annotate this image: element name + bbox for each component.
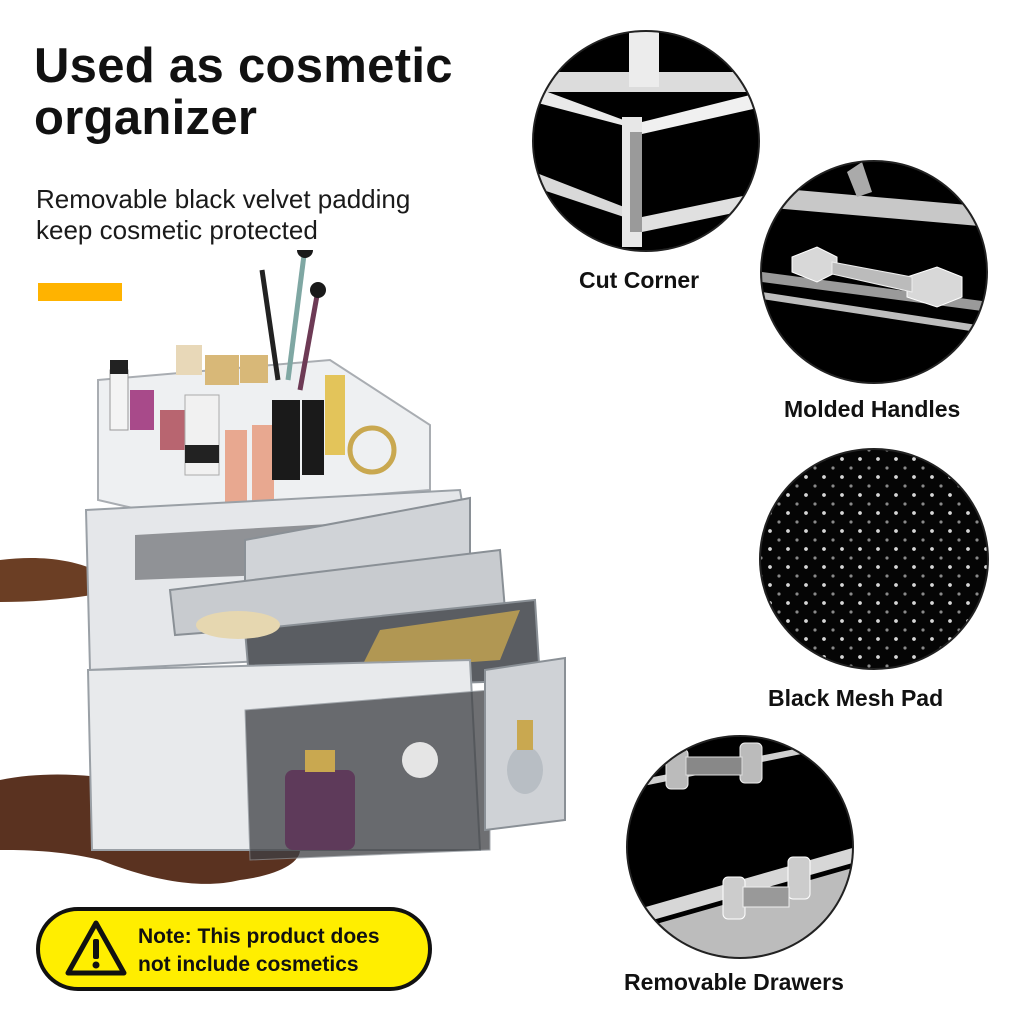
headline-line-2: organizer [34, 91, 258, 145]
headline: Used as cosmetic organizer [34, 40, 453, 144]
product-photo [0, 242, 580, 890]
note-line-1: Note: This product does [138, 925, 380, 948]
feature-caption: Removable Drawers [624, 969, 844, 995]
subheadline-line-2: keep cosmetic protected [36, 215, 318, 245]
organizer-illustration-icon [0, 242, 566, 884]
subheadline: Removable black velvet padding keep cosm… [36, 184, 410, 246]
note-banner: Note: This product does not include cosm… [36, 907, 432, 991]
note-text: Note: This product does not include cosm… [138, 923, 380, 979]
drawer-closeup-icon [626, 735, 854, 959]
feature-caption: Black Mesh Pad [768, 685, 944, 711]
feature-caption: Molded Handles [784, 396, 961, 422]
feature-caption: Cut Corner [579, 267, 700, 293]
molded-handle-closeup-icon [760, 160, 988, 384]
accent-bar [38, 283, 122, 301]
subheadline-line-1: Removable black velvet padding [36, 184, 411, 214]
cut-corner-closeup-icon [532, 30, 760, 252]
warning-triangle-icon [64, 919, 128, 979]
headline-line-1: Used as cosmetic [34, 39, 453, 93]
mesh-pad-closeup-icon [759, 448, 989, 670]
note-line-2: not include cosmetics [138, 953, 359, 976]
